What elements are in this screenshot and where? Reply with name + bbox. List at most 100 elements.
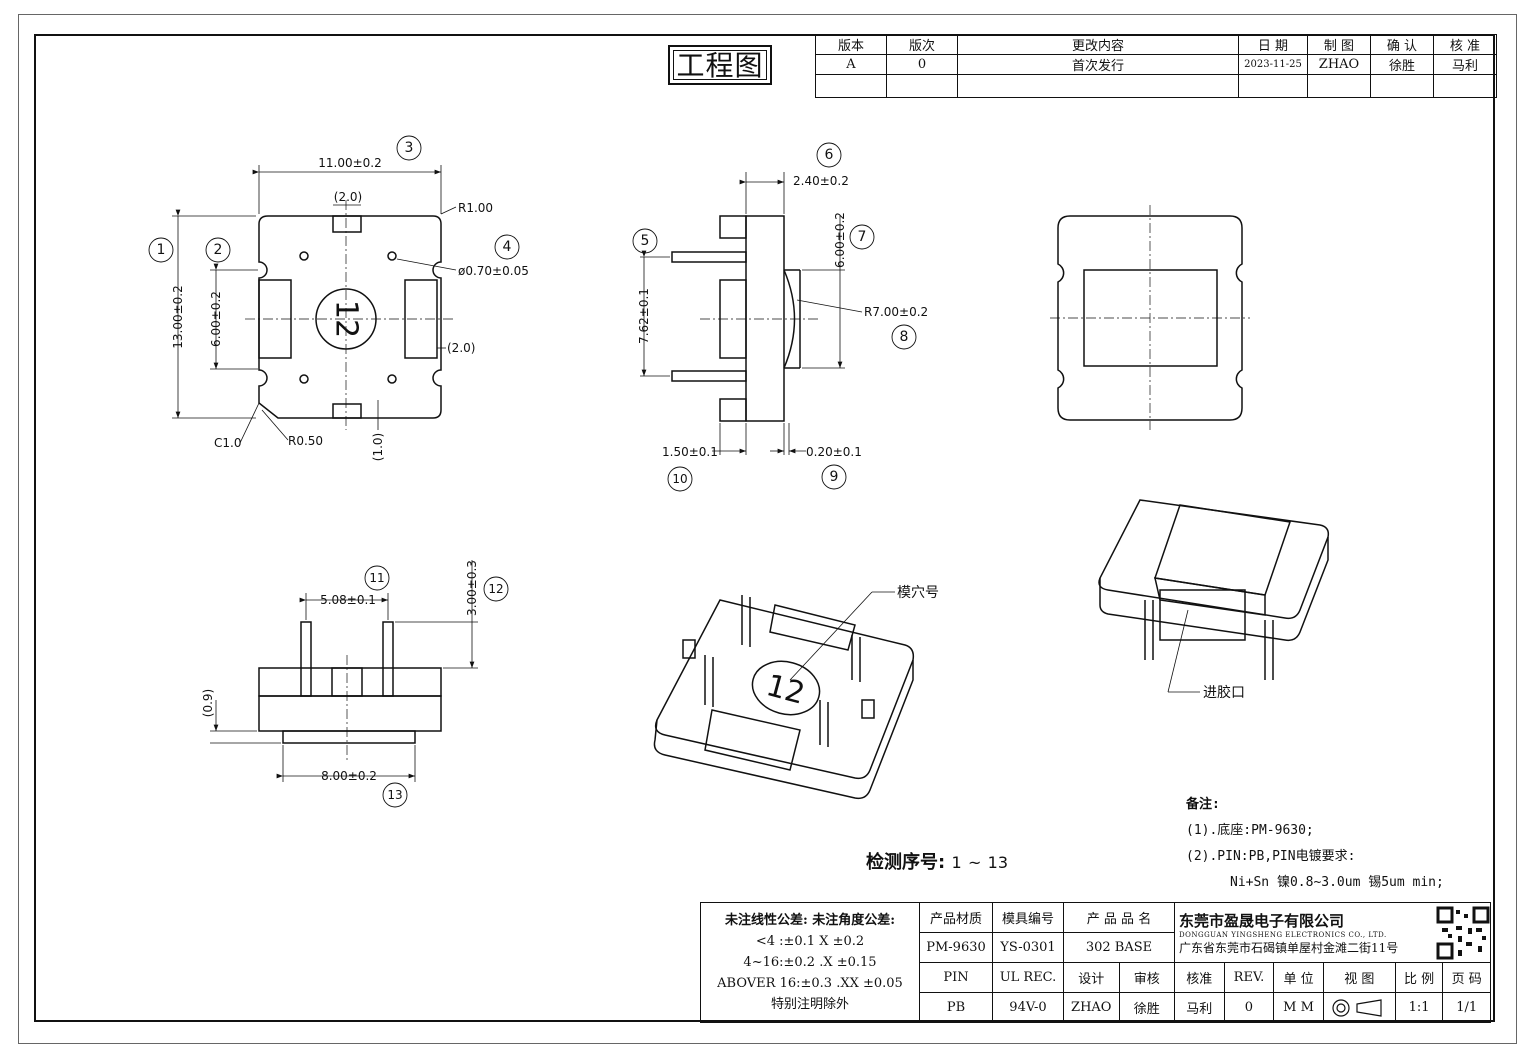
tb-h-mold: 模具编号 <box>992 902 1064 933</box>
rev-empty <box>1370 74 1434 98</box>
tb-reviewer: 徐胜 <box>1118 992 1175 1023</box>
rev-cell: ZHAO <box>1307 54 1371 75</box>
balloon-13 <box>382 782 408 808</box>
tb-designer: ZHAO <box>1063 992 1120 1023</box>
dim-chamfer: C1.0 <box>214 436 241 450</box>
revision-table: 版本 版次 更改内容 日 期 制 图 确 认 核 准 A 0 首次发行 2023… <box>815 34 1497 98</box>
balloon-10-label: 10 <box>672 472 687 486</box>
tb-pin: PB <box>919 992 993 1023</box>
balloon-11 <box>364 565 390 591</box>
balloon-12-label: 12 <box>488 582 503 596</box>
outer-border <box>18 14 1517 1044</box>
tb-name: 302 BASE <box>1063 932 1175 963</box>
tolerance-block: 未注线性公差: 未注角度公差: <4 :±0.1 X ±0.2 4~16:±0.… <box>700 902 920 1023</box>
dim-11: 5.08±0.1 <box>320 593 376 607</box>
tol-line4: 特别注明除外 <box>770 997 849 1012</box>
qr-code-icon <box>1436 905 1490 960</box>
rev-empty <box>886 74 958 98</box>
tb-view-label: 视 图 <box>1322 962 1396 993</box>
dim-3: 11.00±0.2 <box>318 156 382 170</box>
tol-line1: <4 :±0.1 X ±0.2 <box>755 934 865 949</box>
inspection-to: 13 <box>987 853 1008 872</box>
tol-title: 未注线性公差: 未注角度公差: <box>724 913 896 928</box>
tb-page: 1/1 <box>1442 992 1491 1023</box>
balloon-3 <box>396 135 422 161</box>
dim-12: 3.00±0.3 <box>465 560 479 616</box>
tb-material: PM-9630 <box>919 932 993 963</box>
company-block: 东莞市盈晟电子有限公司 DONGGUAN YINGSHENG ELECTRONI… <box>1174 902 1491 963</box>
notes-line3: Ni+Sn 镍0.8~3.0um 锡5um min; <box>1230 875 1444 890</box>
rev-empty <box>1238 74 1308 98</box>
tb-ul: 94V-0 <box>992 992 1064 1023</box>
callout-cavity-no: 模穴号 <box>897 585 939 601</box>
dim-radius-corner: R1.00 <box>458 201 493 215</box>
iso-view-top <box>1098 499 1330 680</box>
tb-rev-label: REV. <box>1223 962 1275 993</box>
rev-cell: 马利 <box>1433 54 1497 75</box>
dim-2: 6.00±0.2 <box>209 291 223 347</box>
notes-title: 备注: <box>1186 797 1220 812</box>
dim-7: 6.00±0.2 <box>833 212 847 268</box>
tb-h-name: 产 品 品 名 <box>1063 902 1175 933</box>
balloon-9-label: 9 <box>830 469 839 485</box>
notes-line2: (2).PIN:PB,PIN电镀要求: <box>1186 849 1356 864</box>
dim-ref-top-slot: (2.0) <box>334 190 362 204</box>
dim-8: R7.00±0.2 <box>864 305 928 319</box>
iso-view-bottom: 12 <box>653 595 915 800</box>
dim-1: 13.00±0.2 <box>171 285 185 349</box>
balloon-4 <box>494 234 520 260</box>
dim-6: 2.40±0.2 <box>793 174 849 188</box>
callout-gate: 进胶口 <box>1203 684 1245 701</box>
dim-ref-bottom: (1.0) <box>371 433 385 461</box>
notes: 备注: (1).底座:PM-9630; (2).PIN:PB,PIN电镀要求: … <box>1186 792 1444 896</box>
rev-empty <box>815 74 887 98</box>
notes-line1: (1).底座:PM-9630; <box>1186 823 1314 838</box>
tb-pin-label: PIN <box>919 962 993 993</box>
tb-approver: 马利 <box>1174 992 1225 1023</box>
balloon-5 <box>632 228 658 254</box>
tb-scale-label: 比 例 <box>1394 962 1444 993</box>
tb-rev: 0 <box>1223 992 1275 1023</box>
company-address: 广东省东莞市石碣镇单屋村金滩二街11号 <box>1179 940 1399 955</box>
rev-empty <box>1433 74 1497 98</box>
dim-radius-small: R0.50 <box>288 434 323 448</box>
tb-ul-label: UL REC. <box>992 962 1064 993</box>
top-view: 12 <box>245 200 455 430</box>
balloon-4-label: 4 <box>503 239 512 255</box>
balloon-9 <box>821 464 847 490</box>
gate-leader <box>1167 609 1200 693</box>
tb-mold: YS-0301 <box>992 932 1064 963</box>
company-name: 东莞市盈晟电子有限公司 <box>1179 911 1345 930</box>
rev-empty <box>957 74 1239 98</box>
cavity-leader <box>789 591 895 681</box>
inspection-sep: ~ <box>967 853 982 872</box>
tb-unit: M M <box>1273 992 1324 1023</box>
balloon-7 <box>849 224 875 250</box>
tb-design-label: 设计 <box>1063 962 1120 993</box>
dim-9: 0.20±0.1 <box>806 445 862 459</box>
top-view-dims <box>172 165 457 444</box>
balloon-12 <box>483 576 509 602</box>
front-view-dims <box>210 560 478 782</box>
dim-ref-height: (0.9) <box>201 689 215 717</box>
balloons <box>148 135 917 808</box>
tb-review-label: 审核 <box>1118 962 1175 993</box>
title-block: 未注线性公差: 未注角度公差: <4 :±0.1 X ±0.2 4~16:±0.… <box>700 902 1491 1023</box>
tol-line3: ABOVER 16:±0.3 .XX ±0.05 <box>717 976 903 991</box>
bottom-view <box>1050 205 1250 430</box>
rev-header: 更改内容 <box>957 34 1239 55</box>
balloon-3-label: 3 <box>405 140 414 156</box>
balloon-1 <box>148 237 174 263</box>
balloon-1-label: 1 <box>157 242 166 258</box>
balloon-8-label: 8 <box>900 329 909 345</box>
inspection-label: 检测序号: <box>866 852 946 873</box>
dim-13: 8.00±0.2 <box>321 769 377 783</box>
balloon-11-label: 11 <box>369 571 384 585</box>
inspection-sequence: 检测序号: 1 ~ 13 <box>866 848 1008 874</box>
cavity-number-iso: 12 <box>763 668 809 712</box>
balloon-13-label: 13 <box>387 788 402 802</box>
balloon-2-label: 2 <box>214 242 223 258</box>
tb-page-label: 页 码 <box>1442 962 1491 993</box>
balloon-6-label: 6 <box>825 147 834 163</box>
